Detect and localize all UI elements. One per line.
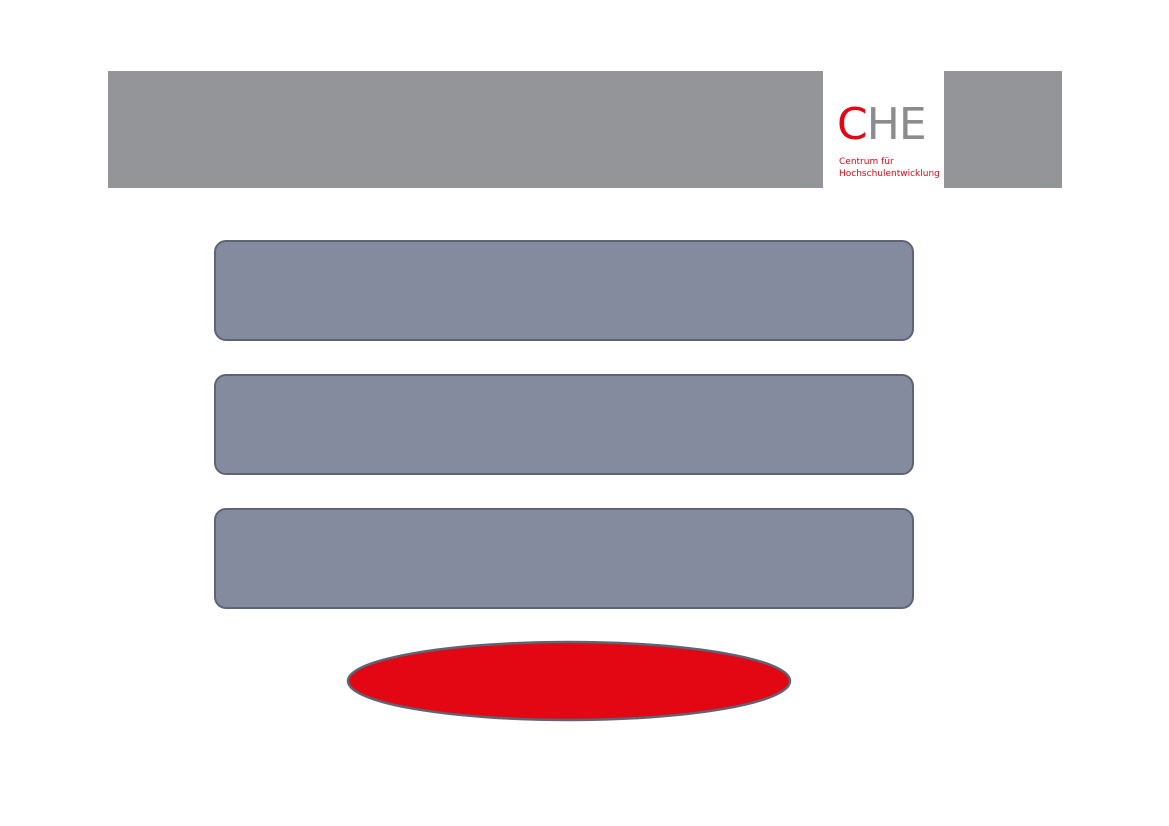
header-band-left: [108, 71, 823, 188]
header-band-right: [944, 71, 1062, 188]
logo-subtitle-line-1: Centrum für: [839, 157, 894, 167]
red-oval: [346, 640, 792, 722]
logo-mark-c: C: [837, 99, 868, 150]
content-box-1: [214, 240, 914, 341]
logo-subtitle: Centrum für Hochschulentwicklung: [839, 156, 940, 180]
content-box-3: [214, 508, 914, 609]
red-oval-shape: [346, 640, 792, 722]
che-logo: CHE Centrum für Hochschulentwicklung: [823, 71, 944, 188]
logo-mark-he: HE: [866, 99, 927, 150]
content-box-2: [214, 374, 914, 475]
logo-mark: CHE: [837, 103, 927, 147]
logo-subtitle-line-2: Hochschulentwicklung: [839, 169, 940, 179]
